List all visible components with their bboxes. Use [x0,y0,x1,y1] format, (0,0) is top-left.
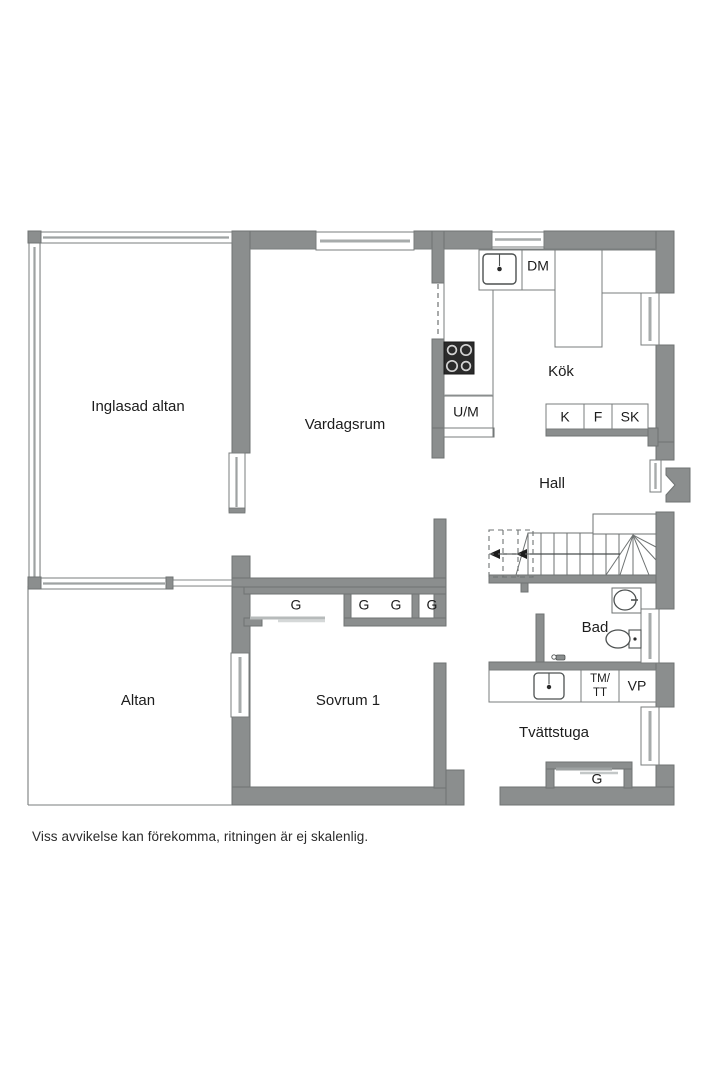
wardrobe-label-hall-1: G [359,597,370,613]
room-label-inglasad-altan: Inglasad altan [91,398,184,415]
tvatt-sink-drain [546,684,552,690]
kitchen-fixtures [443,248,657,438]
room-label-sovrum-1: Sovrum 1 [316,692,380,709]
kok-um-unit [443,395,494,429]
fixture-label-freezer-f: F [594,409,603,425]
wall-sovrum-top [231,577,447,588]
kok-burner-2 [459,343,473,357]
entrance-arrow-shape [665,467,691,503]
fixture-label-group: DM U/M K F SK TM/ TT VP [453,258,646,699]
stairs-arrow-1 [489,549,500,559]
glazed-corner-top-left [27,230,42,244]
laundry-fixtures [488,654,657,775]
bathroom-fixtures [605,587,642,649]
wall-right-upper [655,230,675,294]
wardrobe-label-hall-3: G [427,597,438,613]
stairs-headroom-dashed [488,529,534,578]
wall-stair-base [488,574,657,584]
wardrobe-label-tvatt: G [592,771,603,787]
fixture-label-washer-1: TM/ [590,673,611,685]
wall-closet-divider-2 [411,593,420,619]
wall-bottom-right [499,786,675,806]
kok-counter-upper-right [554,249,603,348]
wall-closet-divider-1 [343,593,352,619]
window-group [230,231,662,766]
wardrobe-label-sovrum: G [291,597,302,613]
glazed-corner-bottom-left [27,576,42,590]
tvatt-valve-icon [551,654,566,661]
wall-tvatt-counter [488,661,657,671]
fixture-label-washer-2: TT [593,687,607,699]
wall-top-segment-b [413,230,493,250]
kok-unit-sk [611,403,649,430]
wall-right-mid-a [655,344,675,443]
wall-right-mid-b [655,511,675,610]
wall-hall-sovrum-low [433,662,447,789]
kok-burner-4 [460,360,472,372]
stairs-arrow-2 [516,549,527,559]
room-label-hall: Hall [539,475,565,492]
wall-vardagsrum-kok-tail [431,427,445,459]
wardrobe-label-hall-2: G [391,597,402,613]
room-label-kok: Kök [548,363,574,380]
stairs-upper-flight [592,513,657,535]
fixture-label-fridge-k: K [560,409,570,425]
kok-burner-3 [445,359,459,373]
bad-toilet-flush [633,637,637,641]
tvatt-counter [488,669,657,703]
glazed-sliding-leaf [172,579,233,587]
room-label-vardagsrum: Vardagsrum [305,416,386,433]
wardrobe-rail-group [250,616,325,623]
glazed-door-altan-cap [228,507,246,514]
staircase [488,513,657,578]
wall-bad-left [535,613,545,670]
wall-vardagsrum-kok-a [431,230,445,284]
wall-right-entry-top [655,441,675,461]
fixture-label-heatpump-vp: VP [628,678,647,694]
wall-top-segment-c [543,230,675,250]
kok-burner-1 [446,344,458,356]
kok-sink-drain [497,266,502,272]
wardrobe-label-group: G G G G G [291,597,603,787]
wall-bottom-sovrum [231,786,465,806]
stairs-winder [605,534,657,576]
wall-right-mid-c [655,662,675,708]
bad-toilet-bowl [605,629,631,649]
glazed-wall-group [27,230,246,590]
fixture-label-dishwasher: DM [527,258,549,274]
kok-counter-upper-right2 [601,249,657,294]
wall-altan-vardagsrum [231,230,251,454]
room-label-group: Inglasad altan Vardagsrum Kök Hall Bad T… [91,363,608,741]
wall-closet-bottom-right [343,617,447,627]
fixture-label-oven-microwave: U/M [453,404,479,420]
wall-vardagsrum-kok-b [431,338,445,443]
room-label-altan: Altan [121,692,155,709]
kok-dishwasher [521,249,556,291]
wall-bottom-jog [445,769,465,806]
fixture-label-pantry-sk: SK [621,409,640,425]
entrance-arrow [665,467,691,503]
kok-unit-f [583,403,613,430]
room-label-bad: Bad [582,619,609,636]
glazed-post-bottom [165,576,174,590]
wall-stair-nub [520,582,529,593]
wall-kok-right-stub [647,427,659,447]
disclaimer-text: Viss avvikelse kan förekomma, ritningen … [32,829,369,844]
room-label-tvattstuga: Tvättstuga [519,724,590,741]
